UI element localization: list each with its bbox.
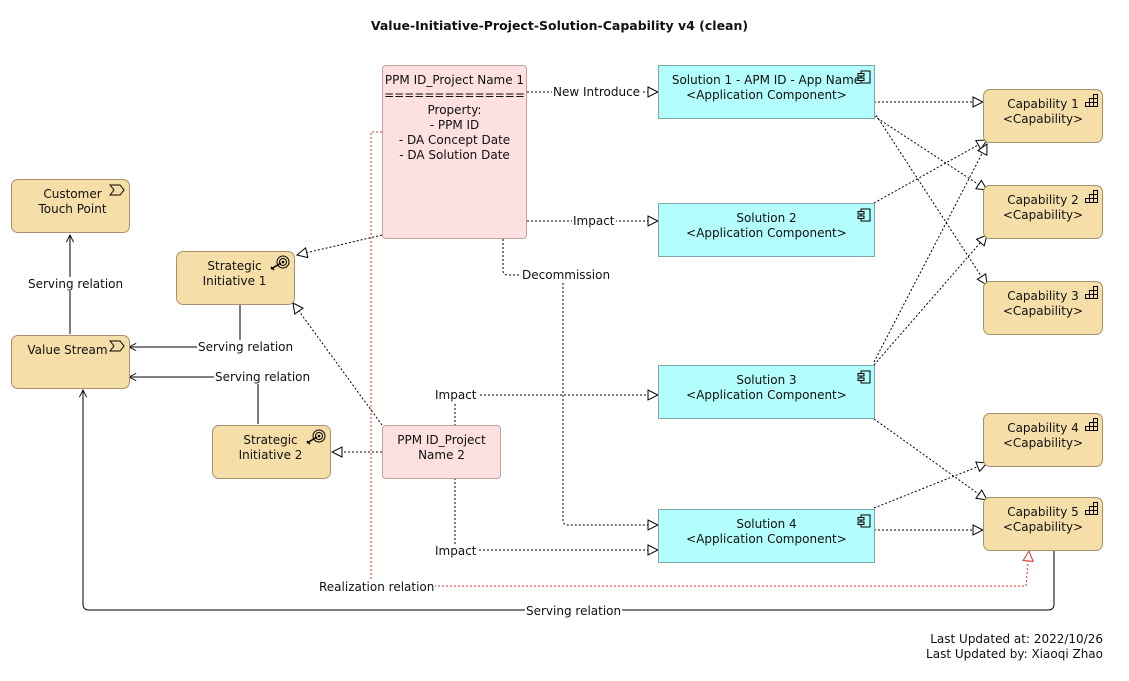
node-label-line: <Capability>	[1002, 208, 1084, 222]
node-label-line: Solution 1 - APM ID - App Name	[671, 73, 862, 87]
goal-target-icon	[306, 429, 326, 445]
relation-label-serving: Serving relation	[197, 340, 295, 354]
node-label-line: <Capability>	[1002, 304, 1084, 318]
solution-3-node[interactable]: Solution 3 <Application Component>	[658, 365, 875, 419]
node-label-line: <Application Component>	[686, 388, 847, 402]
strategic-initiative-1-node[interactable]: Strategic Initiative 1	[176, 251, 295, 305]
node-label-line: Capability 4	[1007, 421, 1079, 435]
capability-2-node[interactable]: Capability 2 <Capability>	[983, 185, 1103, 239]
node-label-line: <Application Component>	[686, 88, 847, 102]
relation-label-impact: Impact	[434, 388, 478, 402]
node-label-line: - PPM ID	[429, 118, 480, 132]
value-stream-chevron-icon	[109, 340, 125, 352]
rel-p2-si1	[293, 303, 383, 426]
relation-label-serving: Serving relation	[525, 604, 623, 618]
node-label-line: Touch Point	[38, 202, 107, 216]
serving-si2-vs	[129, 377, 259, 424]
solution-1-node[interactable]: Solution 1 - APM ID - App Name <Applicat…	[658, 65, 875, 119]
last-updated-by: Last Updated by: Xiaoqi Zhao	[926, 647, 1103, 661]
node-label-line: Initiative 1	[202, 274, 267, 288]
capability-5-node[interactable]: Capability 5 <Capability>	[983, 497, 1103, 551]
capability-stairs-icon	[1085, 286, 1098, 299]
node-label-line: Strategic	[207, 259, 262, 273]
relation-label-serving: Serving relation	[214, 370, 312, 384]
value-stream-chevron-icon	[109, 184, 125, 196]
node-label-line: Solution 4	[736, 517, 797, 531]
node-label-line: - DA Solution Date	[399, 148, 510, 162]
strategic-initiative-2-node[interactable]: Strategic Initiative 2	[212, 425, 331, 479]
rel-sol4-cap4	[873, 463, 987, 509]
node-label-line: Name 2	[418, 448, 465, 462]
node-label-line: Solution 3	[736, 373, 797, 387]
node-label-line: Initiative 2	[238, 448, 303, 462]
rel-sol1-cap3	[873, 111, 987, 285]
node-label-line: ==============	[384, 88, 525, 102]
node-label-line: PPM ID_Project Name 1	[384, 73, 525, 87]
node-label-line: Capability 2	[1007, 193, 1079, 207]
relation-label-impact: Impact	[572, 214, 616, 228]
rel-sol3-cap5	[873, 418, 987, 500]
component-icon	[857, 370, 871, 384]
node-label-line: <Capability>	[1002, 520, 1084, 534]
node-label-line: Capability 5	[1007, 505, 1079, 519]
node-label-line: <Application Component>	[686, 532, 847, 546]
solution-2-node[interactable]: Solution 2 <Application Component>	[658, 203, 875, 257]
value-stream-node[interactable]: Value Stream	[11, 335, 130, 389]
relation-label-realization: Realization relation	[318, 580, 436, 594]
rel-p1-si1	[297, 234, 383, 255]
goal-target-icon	[270, 255, 290, 271]
project-2-node[interactable]: PPM ID_Project Name 2	[382, 425, 501, 479]
node-label-line: PPM ID_Project	[397, 433, 486, 447]
node-label-line: <Application Component>	[686, 226, 847, 240]
capability-stairs-icon	[1085, 94, 1098, 107]
project-1-node[interactable]: PPM ID_Project Name 1 ============== Pro…	[382, 65, 527, 239]
solution-4-node[interactable]: Solution 4 <Application Component>	[658, 509, 875, 563]
node-label-line: <Capability>	[1002, 436, 1084, 450]
component-icon	[857, 514, 871, 528]
component-icon	[857, 70, 871, 84]
rel-sol3-cap1	[873, 144, 987, 363]
serving-cap5-vs	[83, 390, 1055, 611]
capability-stairs-icon	[1085, 502, 1098, 515]
rel-sol2-cap1	[873, 140, 987, 204]
rel-p2-sol4	[454, 478, 658, 550]
capability-stairs-icon	[1085, 190, 1098, 203]
node-label-line: Property:	[427, 103, 482, 117]
node-label-line: Strategic	[243, 433, 298, 447]
node-label-line: Capability 3	[1007, 289, 1079, 303]
rel-sol1-cap2	[873, 115, 987, 190]
capability-3-node[interactable]: Capability 3 <Capability>	[983, 281, 1103, 335]
node-label-line: Capability 1	[1007, 97, 1079, 111]
node-label-line: Customer	[43, 187, 102, 201]
node-label-line: - DA Concept Date	[398, 133, 511, 147]
relation-label-decommission: Decommission	[521, 268, 612, 282]
component-icon	[857, 208, 871, 222]
node-label-line: Value Stream	[27, 343, 108, 357]
node-label-line: Solution 2	[736, 211, 797, 225]
rel-sol3-cap2	[873, 235, 987, 366]
relation-label-serving: Serving relation	[27, 277, 125, 291]
node-label-line: <Capability>	[1002, 112, 1084, 126]
relation-label-new-introduce: New Introduce	[552, 85, 642, 99]
capability-stairs-icon	[1085, 418, 1098, 431]
last-updated-at: Last Updated at: 2022/10/26	[930, 632, 1103, 646]
diagram-title: Value-Initiative-Project-Solution-Capabi…	[370, 18, 749, 33]
relation-label-impact: Impact	[434, 544, 478, 558]
customer-touch-point-node[interactable]: Customer Touch Point	[11, 179, 130, 233]
capability-4-node[interactable]: Capability 4 <Capability>	[983, 413, 1103, 467]
capability-1-node[interactable]: Capability 1 <Capability>	[983, 89, 1103, 143]
